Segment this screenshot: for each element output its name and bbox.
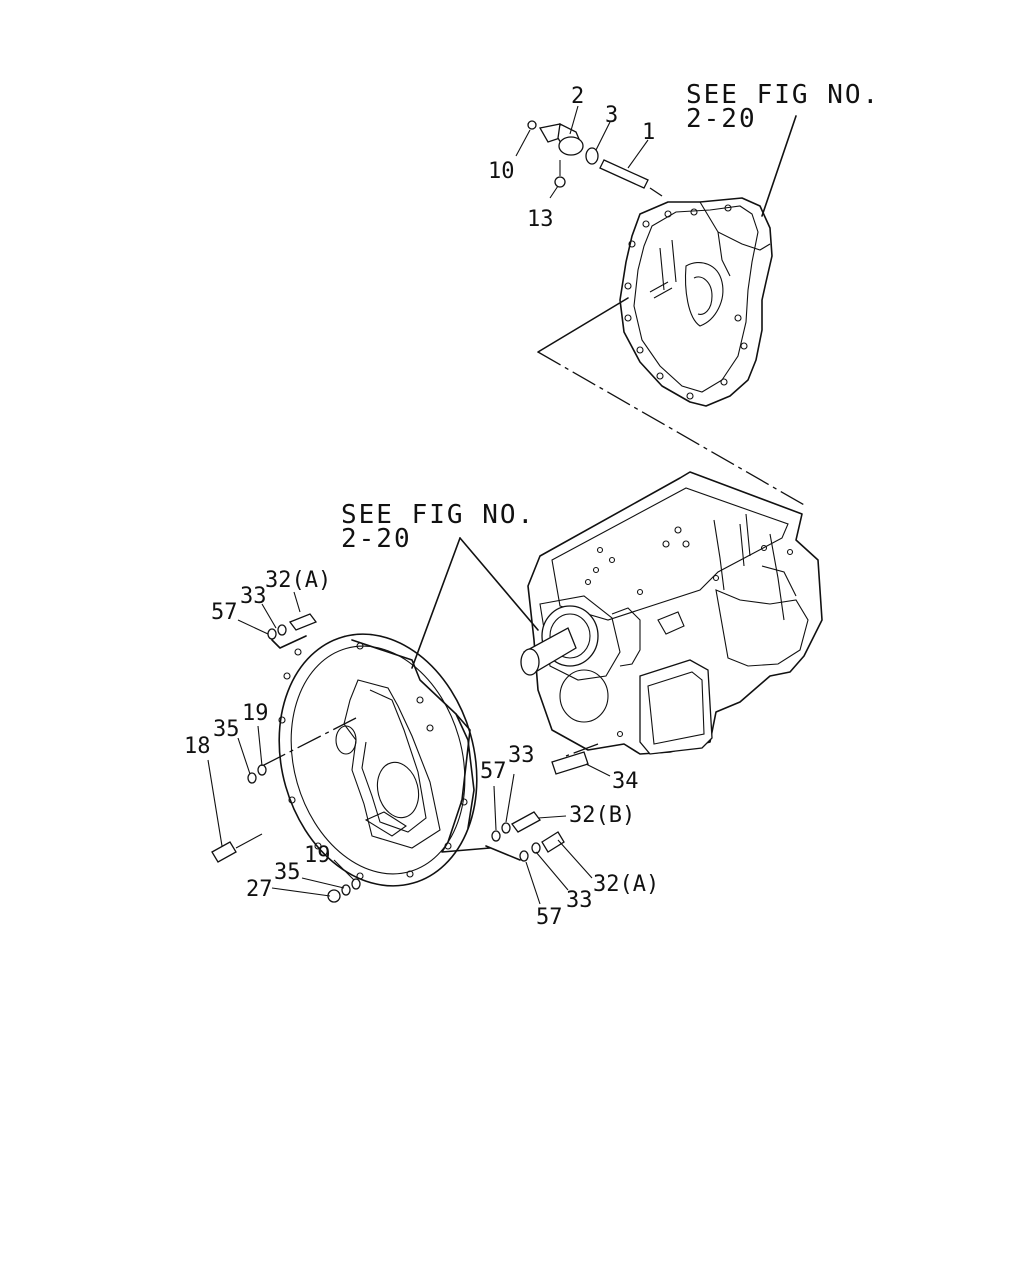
reference-top-line1: SEE FIG NO. [686, 80, 880, 110]
flywheel-housing [261, 633, 491, 887]
reference-middle-leader-a [411, 537, 461, 669]
reference-top-leader [761, 115, 797, 217]
reference-middle-leader-b [459, 537, 539, 631]
callout-27: 27 [246, 877, 273, 902]
transmission-case [520, 471, 823, 755]
reference-top-line2: 2-20 [686, 104, 757, 134]
reference-middle-line2: 2-20 [341, 524, 412, 554]
clutch-housing-top [619, 197, 773, 407]
callout-35-left: 35 [213, 717, 240, 742]
callout-leaders [207, 105, 649, 905]
callout-32b: 32(B) [569, 803, 635, 828]
callout-labels: 2 3 1 10 13 32(A) 33 57 19 35 18 33 57 3… [184, 84, 659, 930]
callout-10: 10 [488, 159, 515, 184]
fasteners [211, 613, 589, 903]
callout-35-low: 35 [274, 860, 301, 885]
callout-18: 18 [184, 734, 211, 759]
reference-middle-line1: SEE FIG NO. [341, 500, 535, 530]
callout-57-low: 57 [536, 905, 563, 930]
connector-dashed-upper [537, 351, 807, 507]
bolt-group-bracket-low [485, 845, 521, 861]
callout-34: 34 [612, 769, 639, 794]
callout-32a-top: 32(A) [265, 568, 331, 593]
callout-19-low: 19 [304, 843, 331, 868]
callout-32a-low: 32(A) [593, 872, 659, 897]
callout-33-mid: 33 [508, 743, 535, 768]
reference-label-top: SEE FIG NO. 2-20 [686, 80, 880, 134]
reference-label-middle: SEE FIG NO. 2-20 [341, 500, 535, 554]
callout-33-low: 33 [566, 888, 593, 913]
callout-2: 2 [571, 84, 584, 109]
callout-3: 3 [605, 103, 618, 128]
callout-57-top: 57 [211, 600, 238, 625]
bolt-group-bracket-top [271, 635, 307, 649]
speed-sensor-assembly [527, 120, 663, 197]
callout-13: 13 [527, 207, 554, 232]
stud-dashed-guide [565, 743, 599, 757]
callout-1: 1 [642, 120, 655, 145]
callout-57-mid: 57 [480, 759, 507, 784]
connector-line-upper [537, 297, 629, 353]
callout-19-left: 19 [242, 701, 269, 726]
callout-33-top: 33 [240, 584, 267, 609]
